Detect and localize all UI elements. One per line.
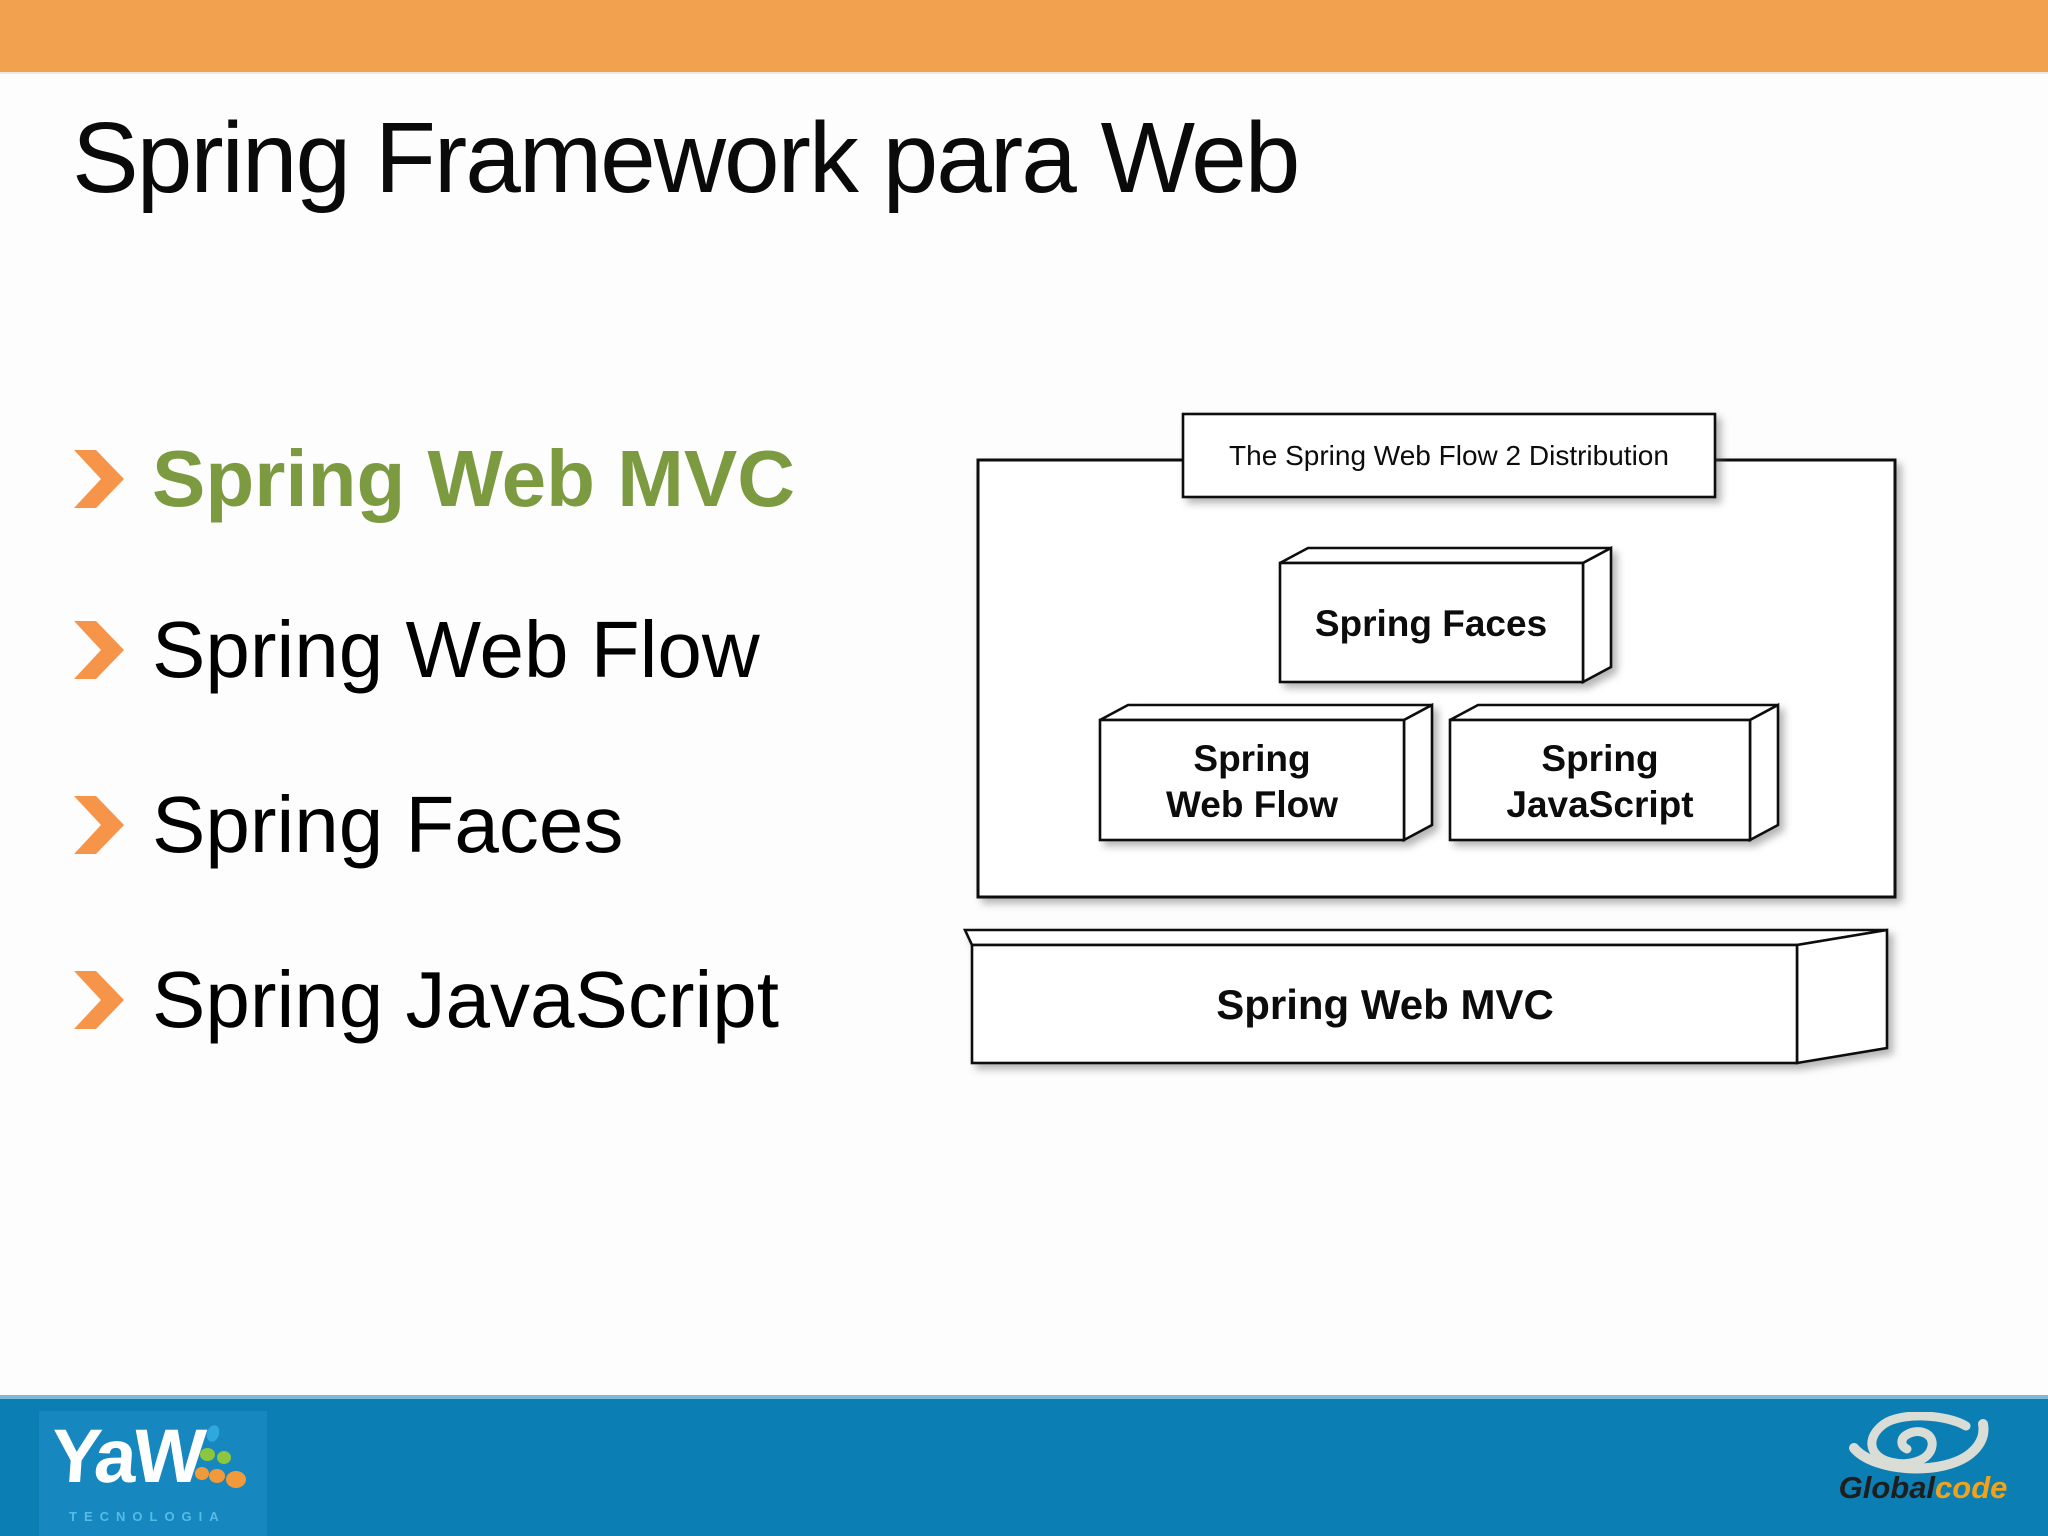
- slide-title: Spring Framework para Web: [72, 102, 1300, 214]
- globalcode-wordmark: Globalcode: [1818, 1470, 2028, 1506]
- top-accent-bar: [0, 0, 2048, 74]
- box-label-spring-web-mvc: Spring Web MVC: [1216, 981, 1554, 1028]
- bullet-item-spring-web-flow: Spring Web Flow: [74, 603, 760, 697]
- yaw-logo-subtitle: TECNOLOGIA: [69, 1509, 226, 1524]
- box-label-spring-javascript-line1: Spring: [1541, 738, 1658, 779]
- chevron-bullet-icon: [74, 450, 124, 508]
- yaw-dot-icon: [204, 1423, 222, 1444]
- bullet-label: Spring Web Flow: [152, 605, 760, 694]
- bullet-label: Spring Faces: [152, 780, 624, 869]
- yaw-dot-icon: [195, 1467, 209, 1480]
- yaw-logo-wordmark: YaW: [48, 1414, 206, 1499]
- diagram-caption-box: [1181, 412, 1717, 499]
- bullet-item-spring-web-mvc: Spring Web MVC: [74, 432, 795, 526]
- diagram-box-spring-web-flow: [1098, 702, 1434, 843]
- box-label-spring-web-flow-line2: Web Flow: [1166, 784, 1338, 825]
- diagram-box-spring-faces: [1278, 545, 1613, 685]
- bullet-label: Spring Web MVC: [152, 434, 795, 523]
- chevron-bullet-icon: [74, 796, 124, 854]
- yaw-logo: YaW TECNOLOGIA: [39, 1411, 267, 1536]
- yaw-dot-icon: [226, 1471, 246, 1488]
- yaw-dot-icon: [200, 1448, 215, 1461]
- chevron-bullet-icon: [74, 621, 124, 679]
- bullet-label: Spring JavaScript: [152, 955, 779, 1044]
- box-label-spring-javascript-line2: JavaScript: [1506, 784, 1693, 825]
- footer-bar: [0, 1395, 2048, 1536]
- globalcode-swirl-icon: [1849, 1412, 1989, 1474]
- yaw-dot-icon: [209, 1469, 225, 1483]
- chevron-bullet-icon: [74, 971, 124, 1029]
- diagram-box-spring-web-mvc: [962, 928, 1889, 1065]
- globalcode-wordmark-global: Global: [1838, 1470, 1936, 1505]
- diagram-box-spring-javascript: [1448, 702, 1780, 843]
- globalcode-logo: Globalcode: [1818, 1408, 2028, 1528]
- bullet-item-spring-javascript: Spring JavaScript: [74, 953, 779, 1047]
- diagram-caption: The Spring Web Flow 2 Distribution: [1229, 440, 1669, 471]
- spring-webflow-distribution-diagram: The Spring Web Flow 2 Distribution Sprin…: [962, 412, 1897, 1065]
- globalcode-wordmark-code: code: [1935, 1470, 2008, 1505]
- box-label-spring-web-flow-line1: Spring: [1193, 738, 1310, 779]
- bullet-item-spring-faces: Spring Faces: [74, 778, 623, 872]
- box-label-spring-faces: Spring Faces: [1315, 603, 1547, 644]
- yaw-dot-icon: [217, 1451, 231, 1464]
